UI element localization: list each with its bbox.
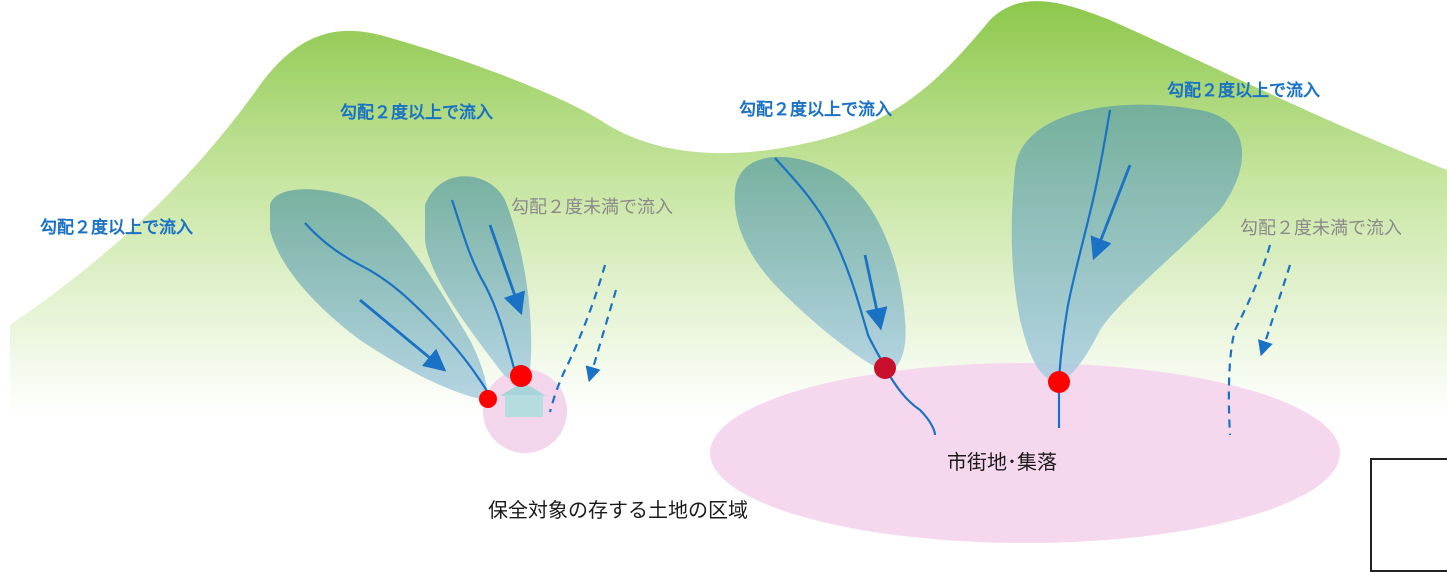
steep-inflow-label: 勾配２度以上で流入	[739, 100, 892, 120]
gentle-inflow-label: 勾配２度未満で流入	[1240, 218, 1402, 239]
slope-inflow-diagram: 勾配２度以上で流入 勾配２度以上で流入 勾配２度以上で流入 勾配２度以上で流入 …	[10, 1, 1447, 572]
inflow-point-marker	[510, 365, 532, 387]
gentle-flow-left-line	[548, 264, 607, 413]
stream-lines	[304, 109, 1112, 436]
flow-arrow-2	[488, 224, 525, 316]
urban-area-label: 市街地･集落	[947, 450, 1057, 474]
inflow-point-marker	[1048, 371, 1070, 393]
flow-arrow-3	[863, 254, 888, 331]
corner-frame	[1370, 458, 1447, 572]
house-icon	[500, 382, 546, 417]
catchment-left-2	[425, 176, 532, 382]
stream-left-1	[304, 222, 496, 405]
protected-area-label: 保全対象の存する土地の区域	[488, 498, 748, 522]
diagram-canvas	[10, 1, 1447, 543]
gentle-flow-right-arrow	[1258, 264, 1292, 357]
catchment-right	[1011, 104, 1243, 383]
urban-area-zone	[710, 363, 1340, 543]
gentle-inflow-label: 勾配２度未満で流入	[511, 197, 673, 218]
stream-left-2	[450, 199, 517, 373]
stream-middle	[774, 157, 937, 436]
steep-inflow-label: 勾配２度以上で流入	[1167, 81, 1320, 101]
steep-inflow-label: 勾配２度以上で流入	[340, 103, 493, 123]
gentle-flow-left-arrow	[585, 289, 618, 383]
flow-arrow-1	[359, 298, 447, 372]
flow-arrow-4	[1090, 164, 1132, 261]
inflow-point-marker	[479, 390, 497, 408]
steep-inflow-label: 勾配２度以上で流入	[40, 218, 193, 238]
gentle-flow-right-line	[1227, 244, 1272, 436]
stream-right	[1057, 109, 1112, 428]
inflow-point-marker	[874, 357, 896, 379]
